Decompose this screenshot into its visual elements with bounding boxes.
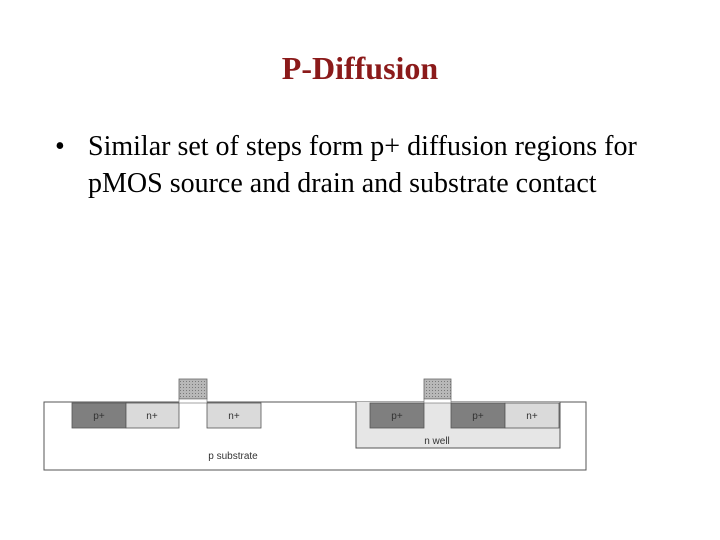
right-gate-oxide xyxy=(423,398,452,404)
left-cross-section: p+ n+ n+ p substrate xyxy=(71,378,262,462)
well-label: n well xyxy=(424,436,450,447)
bullet-text: Similar set of steps form p+ diffusion r… xyxy=(88,131,637,199)
right-region-p-plus-1 xyxy=(369,402,425,429)
left-region-p-plus xyxy=(71,402,127,429)
left-gate-poly xyxy=(178,378,208,400)
left-region-n-plus-2 xyxy=(206,402,262,429)
right-cross-section: p+ p+ n+ n well xyxy=(355,378,561,449)
left-region-n-plus-1 xyxy=(125,402,180,429)
left-region-label-3: n+ xyxy=(228,411,240,422)
left-gate-oxide xyxy=(178,398,208,404)
right-gate-poly xyxy=(423,378,452,400)
bullet-point: • Similar set of steps form p+ diffusion… xyxy=(55,128,655,202)
substrate-label: p substrate xyxy=(208,451,258,462)
left-region-label-1: p+ xyxy=(93,411,105,422)
slide-title: P-Diffusion xyxy=(281,50,439,86)
right-region-label-2: p+ xyxy=(472,411,484,422)
bullet-dot: • xyxy=(55,131,65,162)
right-region-p-plus-2 xyxy=(450,402,506,429)
right-region-label-1: p+ xyxy=(391,411,403,422)
right-region-n-plus xyxy=(504,402,560,429)
left-region-label-2: n+ xyxy=(146,411,158,422)
right-region-label-3: n+ xyxy=(526,411,538,422)
